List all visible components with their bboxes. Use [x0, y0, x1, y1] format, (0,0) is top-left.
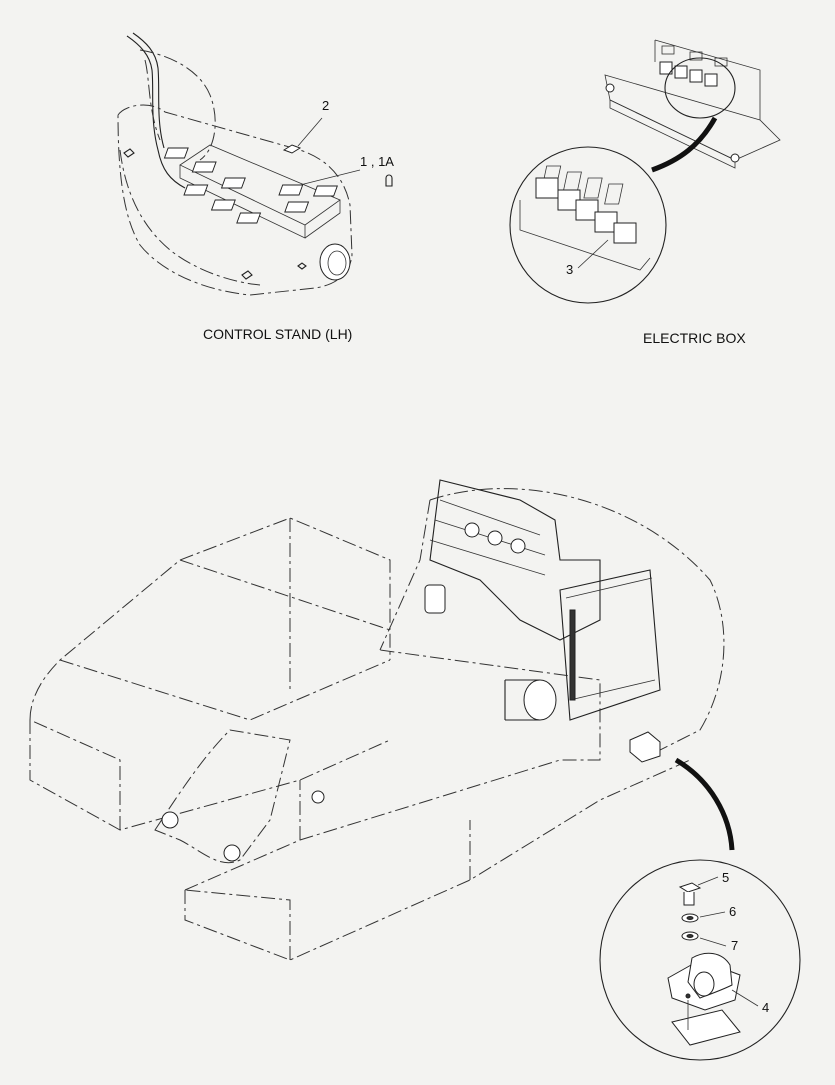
callout-4: 4 [762, 1000, 770, 1015]
electric-box-illustration [509, 39, 781, 304]
callout-7: 7 [731, 938, 739, 953]
callout-2: 2 [322, 98, 330, 113]
callout-6: 6 [729, 904, 737, 919]
callout-3: 3 [566, 262, 574, 277]
control-stand-illustration [117, 32, 393, 296]
caption-electric-box: ELECTRIC BOX [643, 330, 746, 346]
callout-5: 5 [722, 870, 730, 885]
callout-1-1a: 1 , 1A [360, 154, 394, 169]
engine-mount-detail [599, 859, 801, 1061]
machine-body-illustration [29, 479, 735, 961]
caption-control-stand: CONTROL STAND (LH) [203, 326, 353, 342]
